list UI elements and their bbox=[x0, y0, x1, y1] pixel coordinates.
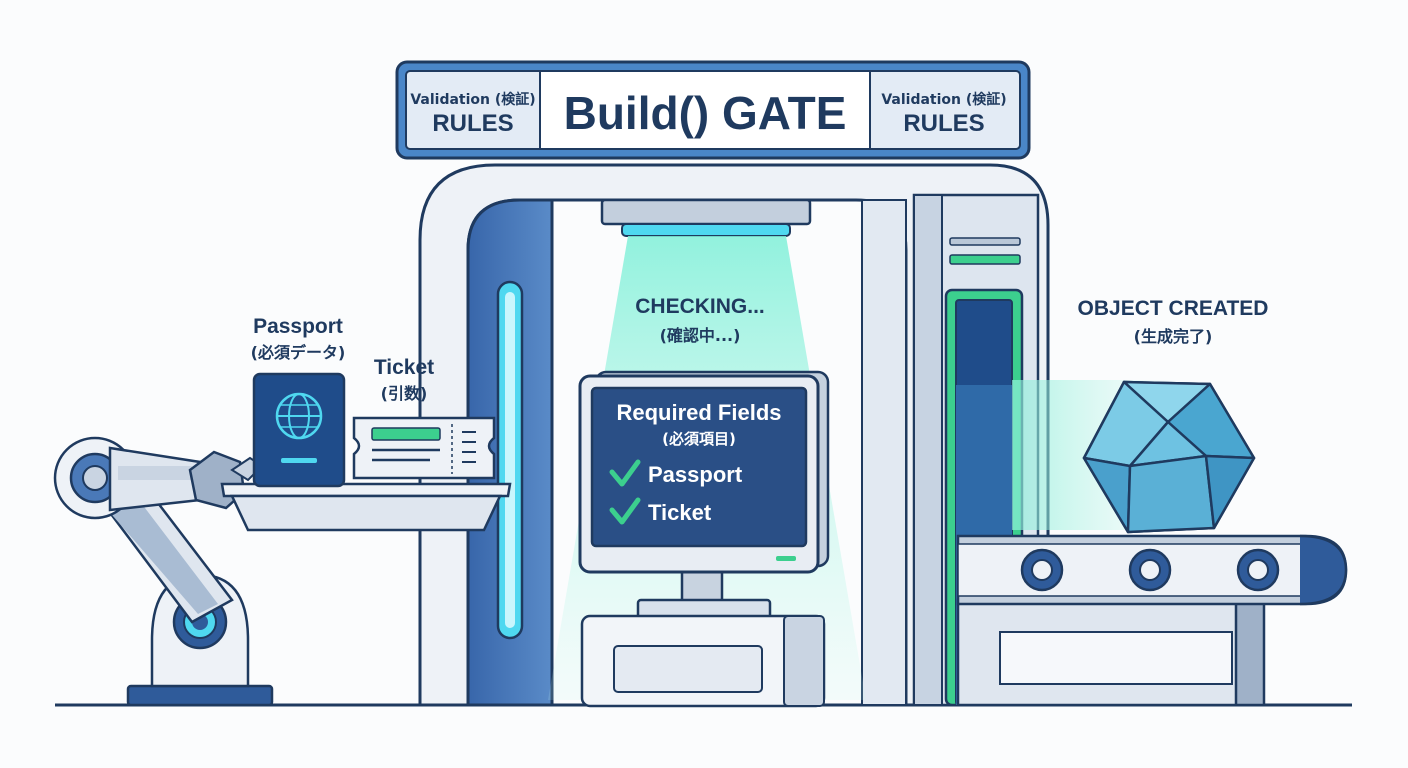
ticket-label: Ticket bbox=[374, 356, 434, 379]
header-sign: Validation (検証) RULES Build() GATE Valid… bbox=[395, 60, 1031, 160]
scanner-head bbox=[600, 198, 812, 226]
output-label: OBJECT CREATED bbox=[1078, 297, 1269, 320]
ticket-sub: (引数) bbox=[381, 384, 428, 403]
robot-arm bbox=[53, 436, 274, 707]
passport-label: Passport bbox=[253, 315, 343, 338]
monitor-item-passport: Passport bbox=[648, 462, 743, 487]
monitor-item-ticket: Ticket bbox=[648, 500, 712, 525]
monitor-screen bbox=[590, 386, 808, 548]
header-right-line2: RULES bbox=[903, 110, 984, 137]
scanner-status: CHECKING... bbox=[635, 295, 765, 318]
check-icon bbox=[609, 497, 641, 525]
input-tray bbox=[220, 482, 512, 532]
passport-document bbox=[252, 372, 346, 488]
created-object-gem bbox=[1082, 380, 1256, 534]
scanner-status-sub: (確認中...) bbox=[660, 326, 741, 345]
header-right-line1: Validation (検証) bbox=[881, 91, 1006, 108]
monitor bbox=[578, 370, 830, 708]
output-sub: (生成完了) bbox=[1134, 327, 1213, 346]
ticket-document bbox=[352, 416, 496, 480]
output-conveyor bbox=[956, 534, 1348, 707]
monitor-heading-sub: (必須項目) bbox=[662, 430, 736, 448]
check-icon bbox=[609, 459, 641, 487]
header-left-line1: Validation (検証) bbox=[410, 91, 535, 108]
monitor-heading: Required Fields bbox=[616, 400, 781, 425]
passport-sub: (必須データ) bbox=[251, 343, 346, 362]
header-left-line2: RULES bbox=[432, 110, 513, 137]
header-title: Build() GATE bbox=[564, 87, 847, 139]
